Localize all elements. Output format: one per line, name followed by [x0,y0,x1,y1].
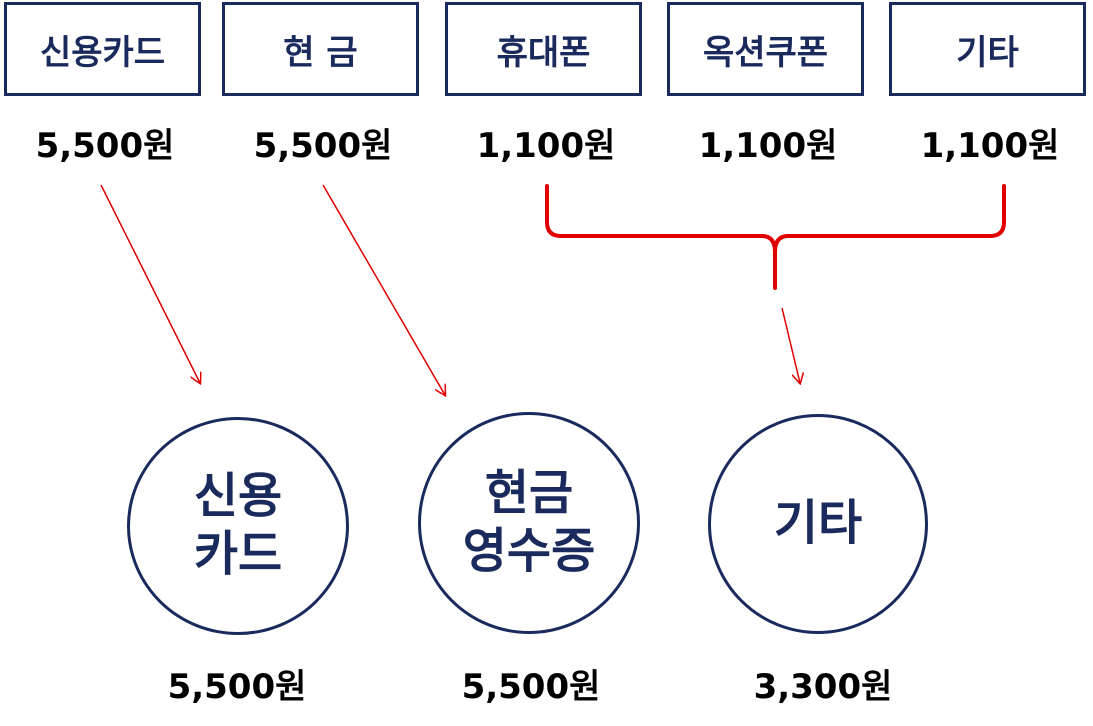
method-label-cash: 현 금 [283,32,358,73]
arrow-cash [322,184,445,395]
arrow-other [781,307,800,383]
method-label-mobile: 휴대폰 [496,32,591,73]
result-label-credit-card-line1: 신용 [193,468,283,525]
result-circle-cash-receipt: 현금 영수증 [418,412,640,634]
method-label-auction-coupon: 옥션쿠폰 [702,32,829,73]
result-label-credit-card-line2: 카드 [193,526,283,582]
result-circle-other: 기타 [708,414,928,634]
arrow-credit-card [100,184,200,383]
method-amount-other: 1,100원 [920,126,1060,166]
result-amount-cash-receipt: 5,500원 [461,667,601,707]
method-box-credit-card: 신용카드 [4,2,201,96]
result-amount-other: 3,300원 [753,667,893,707]
method-label-credit-card: 신용카드 [39,32,166,73]
result-label-other: 기타 [773,495,863,552]
method-label-other: 기타 [956,32,1019,73]
result-label-cash-receipt-line2: 영수증 [462,523,596,579]
method-amount-cash: 5,500원 [253,126,393,166]
result-label-cash-receipt-line1: 현금 [484,465,574,522]
result-amount-credit-card: 5,500원 [167,667,307,707]
method-box-auction-coupon: 옥션쿠폰 [667,2,864,96]
result-circle-credit-card: 신용 카드 [127,417,349,635]
method-box-cash: 현 금 [222,2,419,96]
bracket [545,184,1006,290]
method-amount-credit-card: 5,500원 [35,126,175,166]
method-amount-mobile: 1,100원 [476,126,616,166]
method-box-other: 기타 [889,2,1086,96]
method-amount-auction-coupon: 1,100원 [698,126,838,166]
method-box-mobile: 휴대폰 [445,2,642,96]
